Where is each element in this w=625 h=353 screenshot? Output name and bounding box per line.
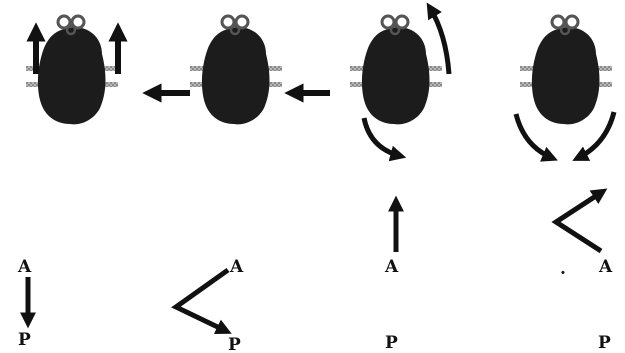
converging-arrow-left: [513, 113, 558, 162]
panel-3: [348, 2, 452, 162]
cell-3-body: [348, 14, 444, 126]
axis-4-label-p: P: [598, 333, 611, 353]
axis-diagram-1: A P: [17, 257, 37, 350]
axis-4-label-a: A: [598, 257, 613, 277]
axis-diagram-2: A P: [171, 257, 244, 353]
cell-2-body: [188, 14, 284, 126]
cell-4-body: [518, 14, 614, 126]
axis-4-dot: .: [560, 259, 566, 279]
curved-arrow-down: [361, 117, 407, 162]
axis-4-arrow: [551, 188, 608, 254]
axis-diagram-3: A P: [384, 195, 405, 353]
curved-arrow-up: [426, 2, 452, 75]
converging-arrow-right: [572, 111, 617, 161]
axis-1-label-p: P: [18, 330, 31, 350]
cell-1-body: [24, 14, 120, 126]
axis-2-label-p: P: [228, 335, 241, 353]
axis-1-label-a: A: [17, 257, 32, 277]
axis-2-label-a: A: [229, 257, 244, 277]
panel-1: [24, 14, 128, 126]
axis-2-arrow: [171, 267, 232, 335]
axis-3-label-a: A: [384, 257, 399, 277]
axis-diagram-4: . A P: [551, 188, 613, 353]
panel-4: [513, 14, 617, 162]
axis-3-label-p: P: [385, 333, 398, 353]
panel-2: [142, 14, 330, 126]
